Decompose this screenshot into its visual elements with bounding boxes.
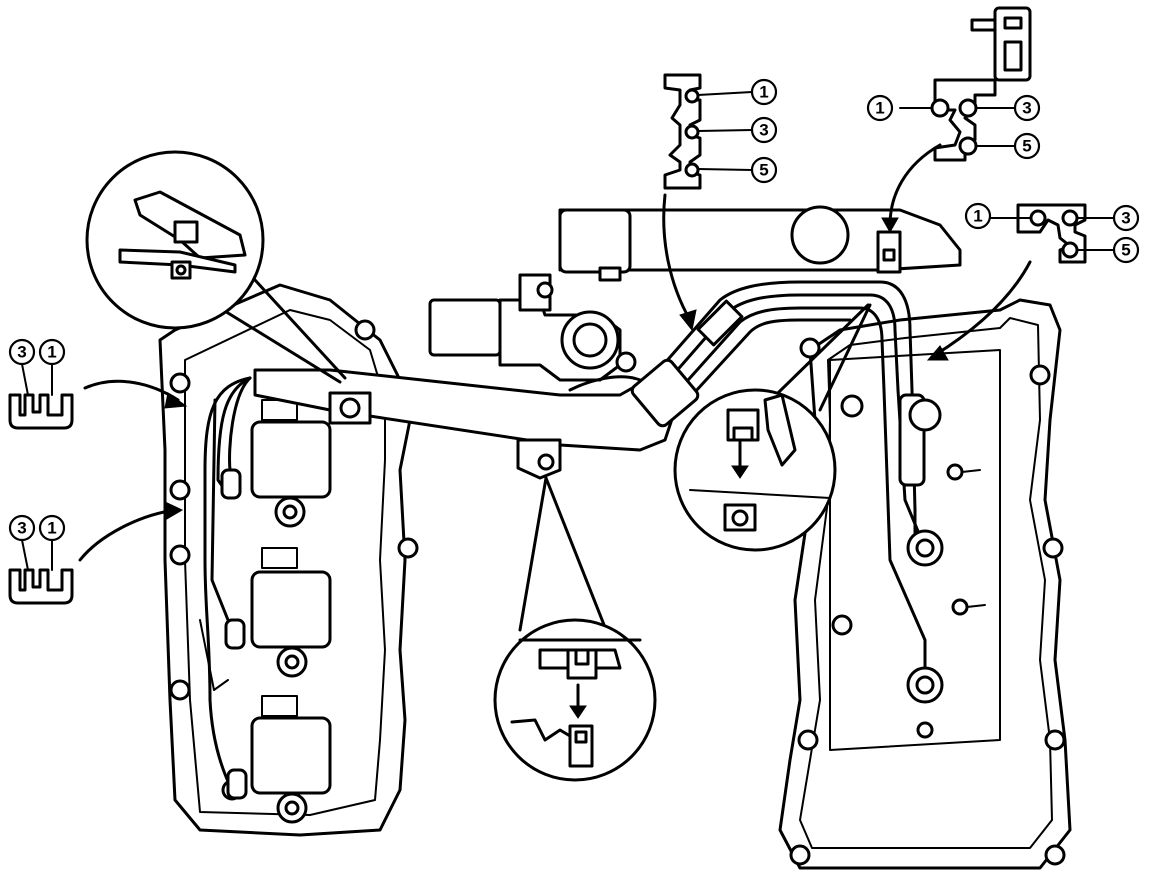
callout-number: 1 [875, 99, 884, 118]
callout-number: 1 [47, 343, 56, 362]
callout-number: 5 [1022, 137, 1031, 156]
callout-number: 3 [1121, 209, 1130, 228]
clamp-top-center: 1 3 5 [663, 73, 778, 190]
intake-pipe [558, 205, 962, 282]
callout-number: 5 [759, 161, 768, 180]
clamp-left-lower: 3 1 [8, 514, 74, 605]
ignition-coil-2 [250, 547, 332, 678]
detail-circle-top-left [85, 150, 347, 384]
callout-number: 3 [17, 519, 26, 538]
callout-number: 3 [759, 121, 768, 140]
right-cylinder-head [778, 298, 1072, 870]
arrow-right [926, 260, 1032, 361]
center-wire-bundle [630, 280, 914, 428]
throttle-body [428, 273, 642, 392]
arrow-top-right [881, 143, 942, 234]
callout-number: 1 [973, 207, 982, 226]
arrow-top-center [662, 193, 697, 332]
callout-number: 1 [47, 519, 56, 538]
callout-number: 1 [759, 83, 768, 102]
detail-circle-right [673, 303, 872, 552]
callout-number: 3 [17, 343, 26, 362]
detail-circle-center [493, 476, 657, 782]
clamp-top-right: 1 3 5 [866, 6, 1041, 162]
ignition-coil-3 [250, 695, 332, 824]
clamp-right: 1 3 5 [964, 202, 1140, 264]
callout-number: 3 [1022, 99, 1031, 118]
arrow-left-lower [78, 501, 184, 562]
ignition-coil-1 [250, 399, 332, 528]
callout-number: 5 [1121, 241, 1130, 260]
right-wire-harness [876, 230, 986, 704]
left-wire-harness [199, 376, 252, 800]
clamp-left-upper: 3 1 [8, 338, 74, 430]
arrow-left-upper [83, 379, 188, 409]
